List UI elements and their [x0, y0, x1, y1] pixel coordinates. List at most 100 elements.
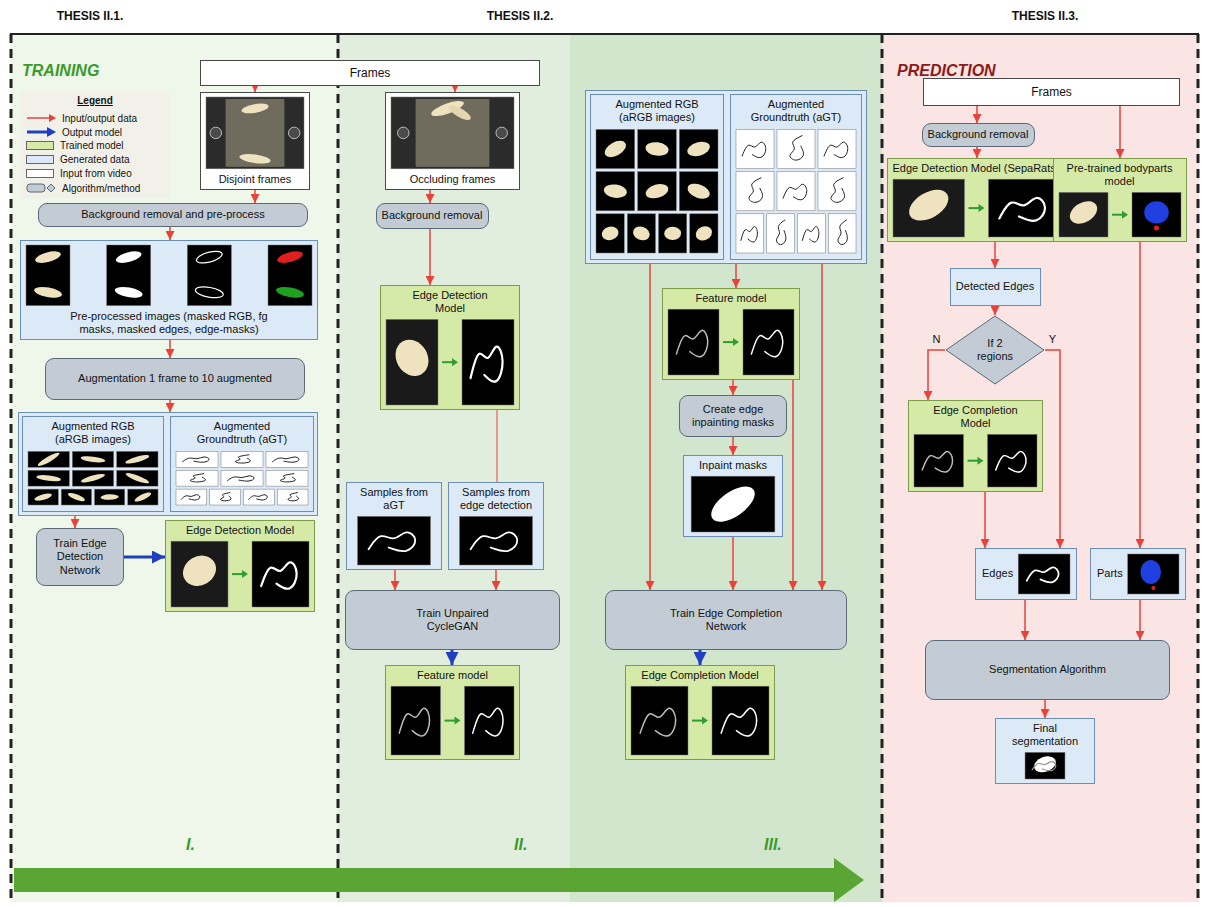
thumbnail [818, 129, 856, 168]
output-model-arrow [699, 650, 702, 665]
data-box: Augmented RGB (aRGB images) Augmented Gro… [18, 412, 318, 516]
input-box: Frames [923, 78, 1180, 106]
rat-shape [33, 285, 62, 299]
thumbnail [277, 489, 308, 505]
node-label: Pre-trained bodyparts model [1059, 162, 1181, 188]
thumbnail [893, 179, 965, 237]
node-texts: Samples from aGT [352, 486, 436, 512]
node-texts: Augmented RGB (aRGB images) [43, 420, 143, 446]
node-label: If 2 regions [971, 337, 1019, 363]
data-flow-arrow [976, 147, 978, 158]
rat-shape [125, 471, 150, 485]
thumbnail [743, 309, 794, 375]
feeder [398, 127, 409, 138]
rat-shape [389, 334, 435, 382]
illustration [1128, 554, 1179, 594]
illustration [691, 476, 775, 532]
illustration [596, 129, 718, 253]
node-label: Augmented Groundtruth (aGT) [187, 420, 297, 446]
edge-drawing [922, 452, 952, 473]
node-label: Background removal [382, 209, 483, 222]
dashed-divider [337, 34, 340, 902]
thumbnail [668, 309, 719, 375]
rat-shape [114, 285, 143, 299]
arena [416, 99, 490, 167]
node-texts: Samples from edge detection [454, 486, 538, 512]
thumbnail [206, 97, 304, 169]
legend-sample [26, 112, 56, 124]
stage-number: III. [764, 836, 782, 854]
rat-shape [67, 491, 86, 503]
thumbnail [386, 319, 438, 405]
legend-item: Output model [26, 126, 122, 138]
edge-drawing [751, 330, 782, 356]
model-box: Edge Detection Model [165, 520, 315, 612]
algorithm-box: Train Edge Completion Network [605, 590, 847, 650]
edge-drawing [471, 347, 503, 382]
sample-diamond [47, 184, 55, 192]
node-label: Edges [982, 567, 1013, 580]
thumbnail [107, 245, 151, 306]
rat-shape [685, 181, 711, 202]
legend-item: Input from video [26, 168, 132, 179]
thumbnail [268, 245, 312, 306]
algorithm-box: Augmentation 1 frame to 10 augmented [45, 358, 305, 400]
illustration [176, 451, 308, 505]
edge-drawing [473, 708, 503, 736]
model-box: Feature model [662, 288, 800, 380]
node-label: Edge Detection Model [405, 289, 495, 315]
node-texts: Edge Detection Model (SepaRats) [893, 162, 1060, 175]
sample-arrow [27, 117, 50, 119]
green-arrow-head [1122, 211, 1128, 219]
node-label: Detected Edges [956, 280, 1034, 293]
rat-shape [603, 183, 628, 199]
edge-drawing [228, 476, 254, 481]
rat-shape [644, 182, 670, 201]
rat-shape [275, 285, 304, 299]
node-texts: Background removal and pre-process [81, 208, 264, 221]
data-flow-arrow [394, 570, 396, 590]
data-box: Detected Edges [950, 268, 1041, 306]
thumbnail [638, 172, 677, 211]
thumbnail [679, 172, 718, 211]
data-flow-arrow [429, 190, 431, 203]
node-texts: Disjoint frames [219, 173, 292, 186]
model-box: Feature model [385, 665, 520, 760]
data-box: Augmented RGB (aRGB images) [590, 94, 724, 260]
data-box: Edges [975, 548, 1077, 600]
illustration [26, 245, 312, 306]
edge-drawing [181, 495, 200, 500]
data-flow-arrow [732, 380, 734, 395]
sample-algorithm [27, 184, 45, 192]
node-texts: Feature model [417, 669, 488, 682]
edge-drawing [676, 330, 707, 356]
illustration [460, 516, 533, 565]
thumbnail [690, 214, 718, 253]
training-panel [338, 34, 570, 902]
thumbnail [460, 516, 533, 565]
edge-drawing [640, 708, 676, 736]
node-texts: Pre-processed images (masked RGB, fg mas… [54, 310, 284, 336]
rat-shape [177, 550, 221, 592]
node-label: Train Unpaired CycleGAN [400, 607, 505, 633]
green-arrow-head [733, 338, 739, 346]
thumbnail [988, 434, 1038, 487]
thumbnail [117, 451, 158, 467]
edge-drawing [776, 220, 785, 245]
node-label: Disjoint frames [219, 173, 292, 186]
rat-shape [100, 494, 118, 500]
data-flow-arrow [495, 570, 497, 590]
feeder [210, 127, 221, 138]
dashed-divider [10, 34, 13, 902]
thumbnail [691, 476, 775, 532]
legend-swatch [26, 141, 54, 150]
illustration [358, 516, 431, 565]
node-label: Samples from edge detection [454, 486, 538, 512]
thumbnail [252, 541, 309, 607]
edge-drawing [996, 452, 1026, 473]
thumbnail [61, 489, 91, 505]
rat-shape [125, 453, 150, 465]
legend-box [20, 92, 170, 198]
data-flow-arrow [821, 260, 823, 590]
data-flow-arrow [497, 410, 498, 482]
